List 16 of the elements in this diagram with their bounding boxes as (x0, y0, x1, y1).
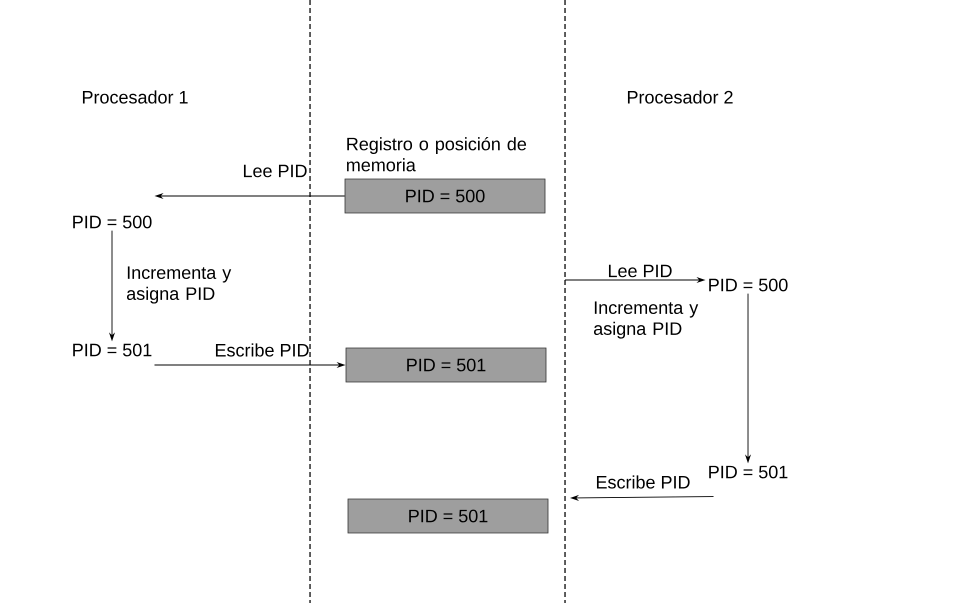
value-text: PID = 500 (73, 216, 152, 228)
edge-label: Lee PID (244, 164, 307, 178)
value-text: PID = 500 (709, 278, 788, 292)
edge-label: Escribe PID (596, 475, 690, 489)
memory-box: PID = 500 (344, 178, 546, 214)
memory-box: PID = 501 (348, 498, 548, 534)
column-heading: Procesador 1 (82, 90, 188, 104)
memory-box: PID = 501 (346, 348, 546, 382)
value-text: PID = 501 (73, 344, 152, 356)
column-heading: Procesador 2 (628, 90, 733, 104)
edge-label: Incrementa y asigna PID (594, 301, 698, 339)
memory-heading: Registro o posición de memoria (347, 136, 526, 172)
value-text: PID = 501 (709, 466, 788, 478)
edge-label: Incrementa y asigna PID (126, 266, 232, 304)
edge-label: Escribe PID (216, 343, 309, 357)
edge-label: Lee PID (608, 264, 672, 278)
